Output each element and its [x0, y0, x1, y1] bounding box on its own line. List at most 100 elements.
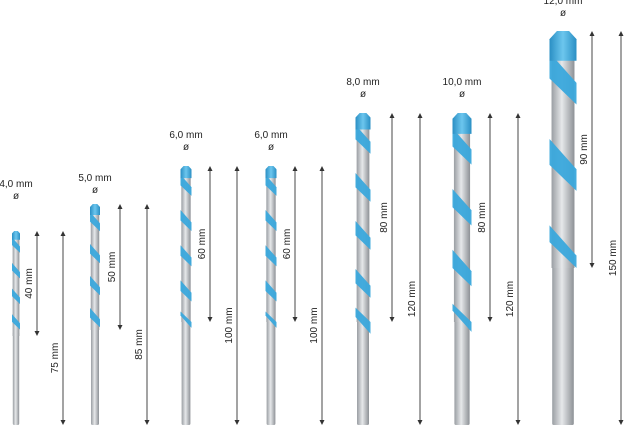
flute-length-line-arrow-top	[389, 113, 395, 118]
diameter-symbol: ø	[560, 8, 566, 19]
drill-spiral-band	[90, 212, 100, 232]
drill-spiral-band	[180, 174, 192, 196]
drill-spiral-band	[452, 128, 472, 165]
diameter-label: 5,0 mm	[78, 173, 111, 184]
drill-spiral-band	[12, 288, 20, 304]
drill-spiral-band	[355, 125, 371, 154]
diameter-label: 12,0 mm	[544, 0, 583, 7]
diameter-symbol: ø	[459, 89, 465, 100]
flute-length-line-arrow-bottom	[487, 317, 493, 322]
total-length-line-arrow-bottom	[618, 420, 624, 425]
diameter-symbol: ø	[360, 89, 366, 100]
drill-spiral-band	[180, 280, 192, 302]
drill-bit: 5,0 mmø 50 mm 85 mm	[78, 173, 150, 425]
drill-spiral-band	[265, 280, 277, 302]
total-length-line-arrow-bottom	[144, 420, 150, 425]
total-length-line-arrow-top	[515, 113, 521, 118]
flute-length-line-arrow-top	[207, 166, 213, 171]
total-length-label: 85 mm	[134, 329, 145, 360]
diameter-label: 6,0 mm	[254, 130, 287, 141]
drill-flute-core	[266, 177, 276, 322]
flute-length-label: 40 mm	[24, 268, 35, 299]
drill-spiral-band	[549, 52, 577, 105]
diameter-symbol: ø	[183, 142, 189, 153]
flute-length-line-arrow-top	[292, 166, 298, 171]
drill-tip	[452, 113, 472, 134]
diameter-symbol: ø	[13, 191, 19, 202]
drill-bit: 12,0 mmø 90 mm 150 mm	[544, 0, 624, 425]
drill-shank	[91, 326, 99, 425]
drill-spiral-band	[180, 245, 192, 267]
flute-length-label: 60 mm	[197, 229, 208, 260]
drill-spiral-band	[90, 244, 100, 264]
flute-length-line-arrow-top	[34, 231, 40, 236]
drill-spiral-band	[549, 139, 577, 191]
drill-tip	[549, 31, 577, 61]
total-length-label: 100 mm	[309, 307, 320, 343]
drill-bit: 6,0 mmø 60 mm 100 mm	[254, 130, 325, 425]
drill-spiral-band	[452, 303, 472, 332]
drill-tip	[90, 204, 100, 215]
drill-tip	[12, 231, 20, 240]
drill-spiral-band	[355, 221, 371, 250]
flute-length-line-arrow-bottom	[389, 317, 395, 322]
drill-spiral-band	[452, 189, 472, 226]
diameter-label: 10,0 mm	[443, 77, 482, 88]
drill-spiral-band	[549, 225, 577, 268]
diameter-label: 8,0 mm	[346, 77, 379, 88]
drill-bit: 10,0 mmø 80 mm 120 mm	[443, 77, 521, 425]
drill-tip	[265, 166, 277, 179]
drill-spiral-band	[180, 311, 192, 328]
drill-spiral-band	[355, 269, 371, 298]
flute-length-line-arrow-bottom	[34, 331, 40, 336]
drill-shank	[454, 318, 470, 425]
total-length-line-arrow-bottom	[319, 420, 325, 425]
drill-spiral-band	[265, 311, 277, 328]
flute-length-label: 80 mm	[477, 202, 488, 233]
flute-length-label: 60 mm	[282, 229, 293, 260]
flute-length-line-arrow-bottom	[207, 317, 213, 322]
flute-length-line-arrow-top	[487, 113, 493, 118]
drill-spiral-band	[90, 308, 100, 328]
drill-spiral-band	[265, 210, 277, 232]
flute-length-line-arrow-top	[589, 31, 595, 36]
drill-flute-core	[90, 214, 100, 330]
total-length-label: 120 mm	[505, 281, 516, 317]
drill-spiral-band	[355, 307, 371, 334]
drill-spiral-band	[12, 314, 20, 330]
drill-spiral-band	[12, 237, 20, 253]
flute-length-line-arrow-bottom	[117, 325, 123, 330]
flute-length-label: 50 mm	[107, 252, 118, 283]
diameter-symbol: ø	[92, 185, 98, 196]
drill-spiral-band	[12, 263, 20, 279]
total-length-line-arrow-top	[234, 166, 240, 171]
drill-flute-core	[12, 239, 20, 336]
drill-spiral-band	[355, 173, 371, 202]
total-length-label: 120 mm	[407, 281, 418, 317]
flute-length-line-arrow-bottom	[292, 317, 298, 322]
drill-spiral-band	[265, 174, 277, 196]
diameter-symbol: ø	[268, 142, 274, 153]
drill-spiral-band	[90, 276, 100, 296]
flute-length-label: 90 mm	[579, 134, 590, 165]
total-length-label: 100 mm	[224, 307, 235, 343]
drill-flute-core	[181, 177, 191, 322]
total-length-line-arrow-top	[319, 166, 325, 171]
drill-shank	[552, 264, 574, 425]
drill-bit: 6,0 mmø 60 mm 100 mm	[169, 130, 240, 425]
total-length-line-arrow-top	[618, 31, 624, 36]
total-length-label: 150 mm	[608, 240, 619, 276]
drill-spiral-band	[452, 249, 472, 287]
drill-tip	[180, 166, 192, 179]
drill-shank	[12, 332, 20, 425]
diameter-label: 6,0 mm	[169, 130, 202, 141]
total-length-line-arrow-bottom	[417, 420, 423, 425]
drill-tip	[355, 113, 371, 130]
total-length-line-arrow-bottom	[515, 420, 521, 425]
diameter-label: 4,0 mm	[0, 179, 33, 190]
drill-spiral-band	[180, 210, 192, 232]
drill-flute-core	[356, 128, 370, 322]
